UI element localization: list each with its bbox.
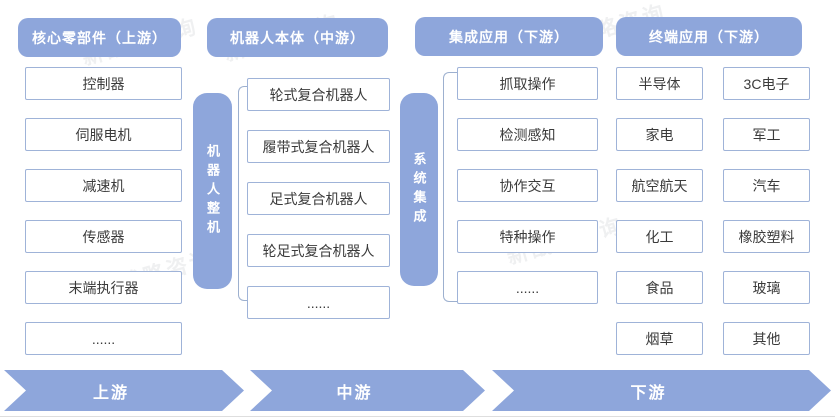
terminal-item-automotive: 汽车 bbox=[723, 169, 810, 202]
integration-item-grasping: 抓取操作 bbox=[457, 67, 598, 100]
integration-item-ellipsis: ...... bbox=[457, 271, 598, 304]
header-robot-body: 机器人本体（中游） bbox=[207, 18, 388, 57]
upstream-item-sensor: 传感器 bbox=[25, 220, 182, 253]
integration-bracket bbox=[443, 72, 457, 302]
upstream-item-end-effector: 末端执行器 bbox=[25, 271, 182, 304]
upstream-item-servo-motor: 伺服电机 bbox=[25, 118, 182, 151]
integration-item-special-ops: 特种操作 bbox=[457, 220, 598, 253]
terminal-item-food: 食品 bbox=[616, 271, 703, 304]
header-core-components: 核心零部件（上游） bbox=[18, 18, 181, 57]
upstream-item-reducer: 减速机 bbox=[25, 169, 182, 202]
header-terminal-application: 终端应用（下游） bbox=[616, 17, 802, 56]
midstream-item-legged-robot: 足式复合机器人 bbox=[247, 182, 390, 215]
midstream-item-wheel-legged-robot: 轮足式复合机器人 bbox=[247, 234, 390, 267]
terminal-item-chemical: 化工 bbox=[616, 220, 703, 253]
header-integrated-application: 集成应用（下游） bbox=[415, 17, 603, 56]
midstream-item-tracked-robot: 履带式复合机器人 bbox=[247, 130, 390, 163]
upstream-item-controller: 控制器 bbox=[25, 67, 182, 100]
terminal-item-3c-electronics: 3C电子 bbox=[723, 67, 810, 100]
terminal-item-semiconductor: 半导体 bbox=[616, 67, 703, 100]
midstream-item-wheeled-robot: 轮式复合机器人 bbox=[247, 78, 390, 111]
flow-arrow-upstream: 上游 bbox=[4, 370, 244, 411]
terminal-item-rubber-plastic: 橡胶塑料 bbox=[723, 220, 810, 253]
flow-arrow-midstream: 中游 bbox=[250, 370, 485, 411]
midstream-item-ellipsis: ...... bbox=[247, 286, 390, 319]
bottom-divider bbox=[0, 416, 835, 417]
upstream-item-ellipsis: ...... bbox=[25, 322, 182, 355]
terminal-item-tobacco: 烟草 bbox=[616, 322, 703, 355]
system-integration-pill: 系统集成 bbox=[400, 93, 438, 286]
terminal-item-glass: 玻璃 bbox=[723, 271, 810, 304]
terminal-item-home-appliance: 家电 bbox=[616, 118, 703, 151]
terminal-item-military: 军工 bbox=[723, 118, 810, 151]
integration-item-detection: 检测感知 bbox=[457, 118, 598, 151]
integration-item-collaboration: 协作交互 bbox=[457, 169, 598, 202]
flow-arrow-downstream: 下游 bbox=[492, 370, 831, 411]
robot-complete-machine-pill: 机器人整机 bbox=[193, 93, 232, 289]
terminal-item-aerospace: 航空航天 bbox=[616, 169, 703, 202]
terminal-item-other: 其他 bbox=[723, 322, 810, 355]
midstream-bracket bbox=[238, 86, 248, 301]
